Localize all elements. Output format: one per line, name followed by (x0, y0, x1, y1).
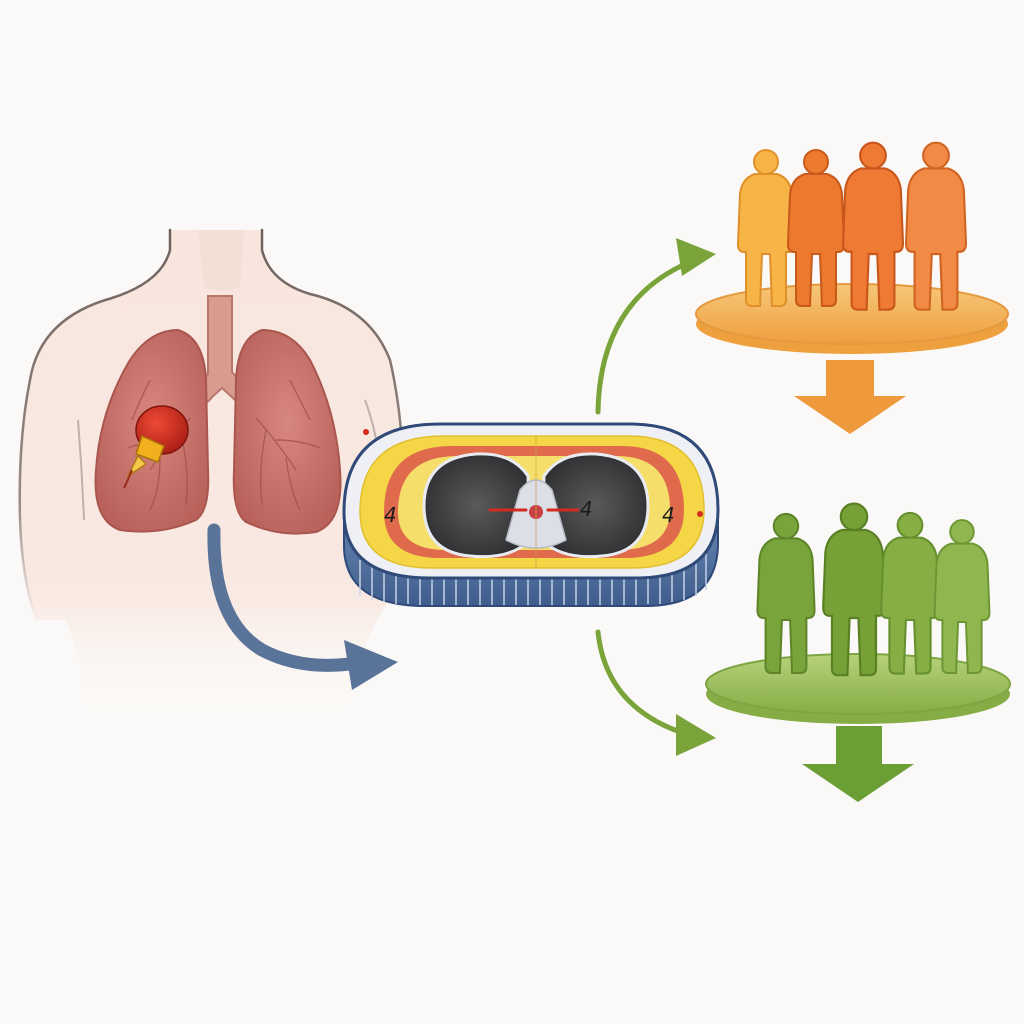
ct-slice: 4 4 4 (342, 422, 720, 607)
person-icon-orange-2 (787, 149, 845, 307)
neck (198, 230, 244, 291)
curved-arrow-icon-down (595, 629, 716, 756)
slice-label-left: 4 (384, 503, 397, 527)
person-icon-green-1 (756, 512, 816, 675)
torso-body (19, 230, 404, 720)
slice-dot-left (363, 429, 369, 435)
slice-dot-right (697, 511, 703, 517)
group-orange (695, 141, 1009, 434)
person-icon-green-3 (880, 511, 940, 675)
group-green (705, 502, 1011, 802)
curved-arrow-icon-up (595, 238, 716, 415)
torso-inner-line-left (77, 419, 85, 521)
tumor-marker (123, 405, 189, 489)
marker-wire (123, 469, 133, 489)
slice-label-center: 4 (580, 497, 593, 521)
down-arrow-icon-orange (794, 360, 906, 434)
person-icon-orange-1 (737, 149, 795, 307)
slice-rim-ticks (359, 552, 707, 605)
curved-arrow-icon-blue (207, 523, 398, 690)
down-arrow-icon-green (802, 726, 914, 802)
person-icon-green-4 (933, 519, 991, 674)
person-icon-orange-4 (904, 141, 968, 311)
marker-device (135, 434, 165, 463)
person-icon-green-2 (822, 502, 886, 677)
platform-green (705, 653, 1011, 715)
lungs (94, 295, 342, 535)
slice-label-right: 4 (662, 503, 675, 527)
